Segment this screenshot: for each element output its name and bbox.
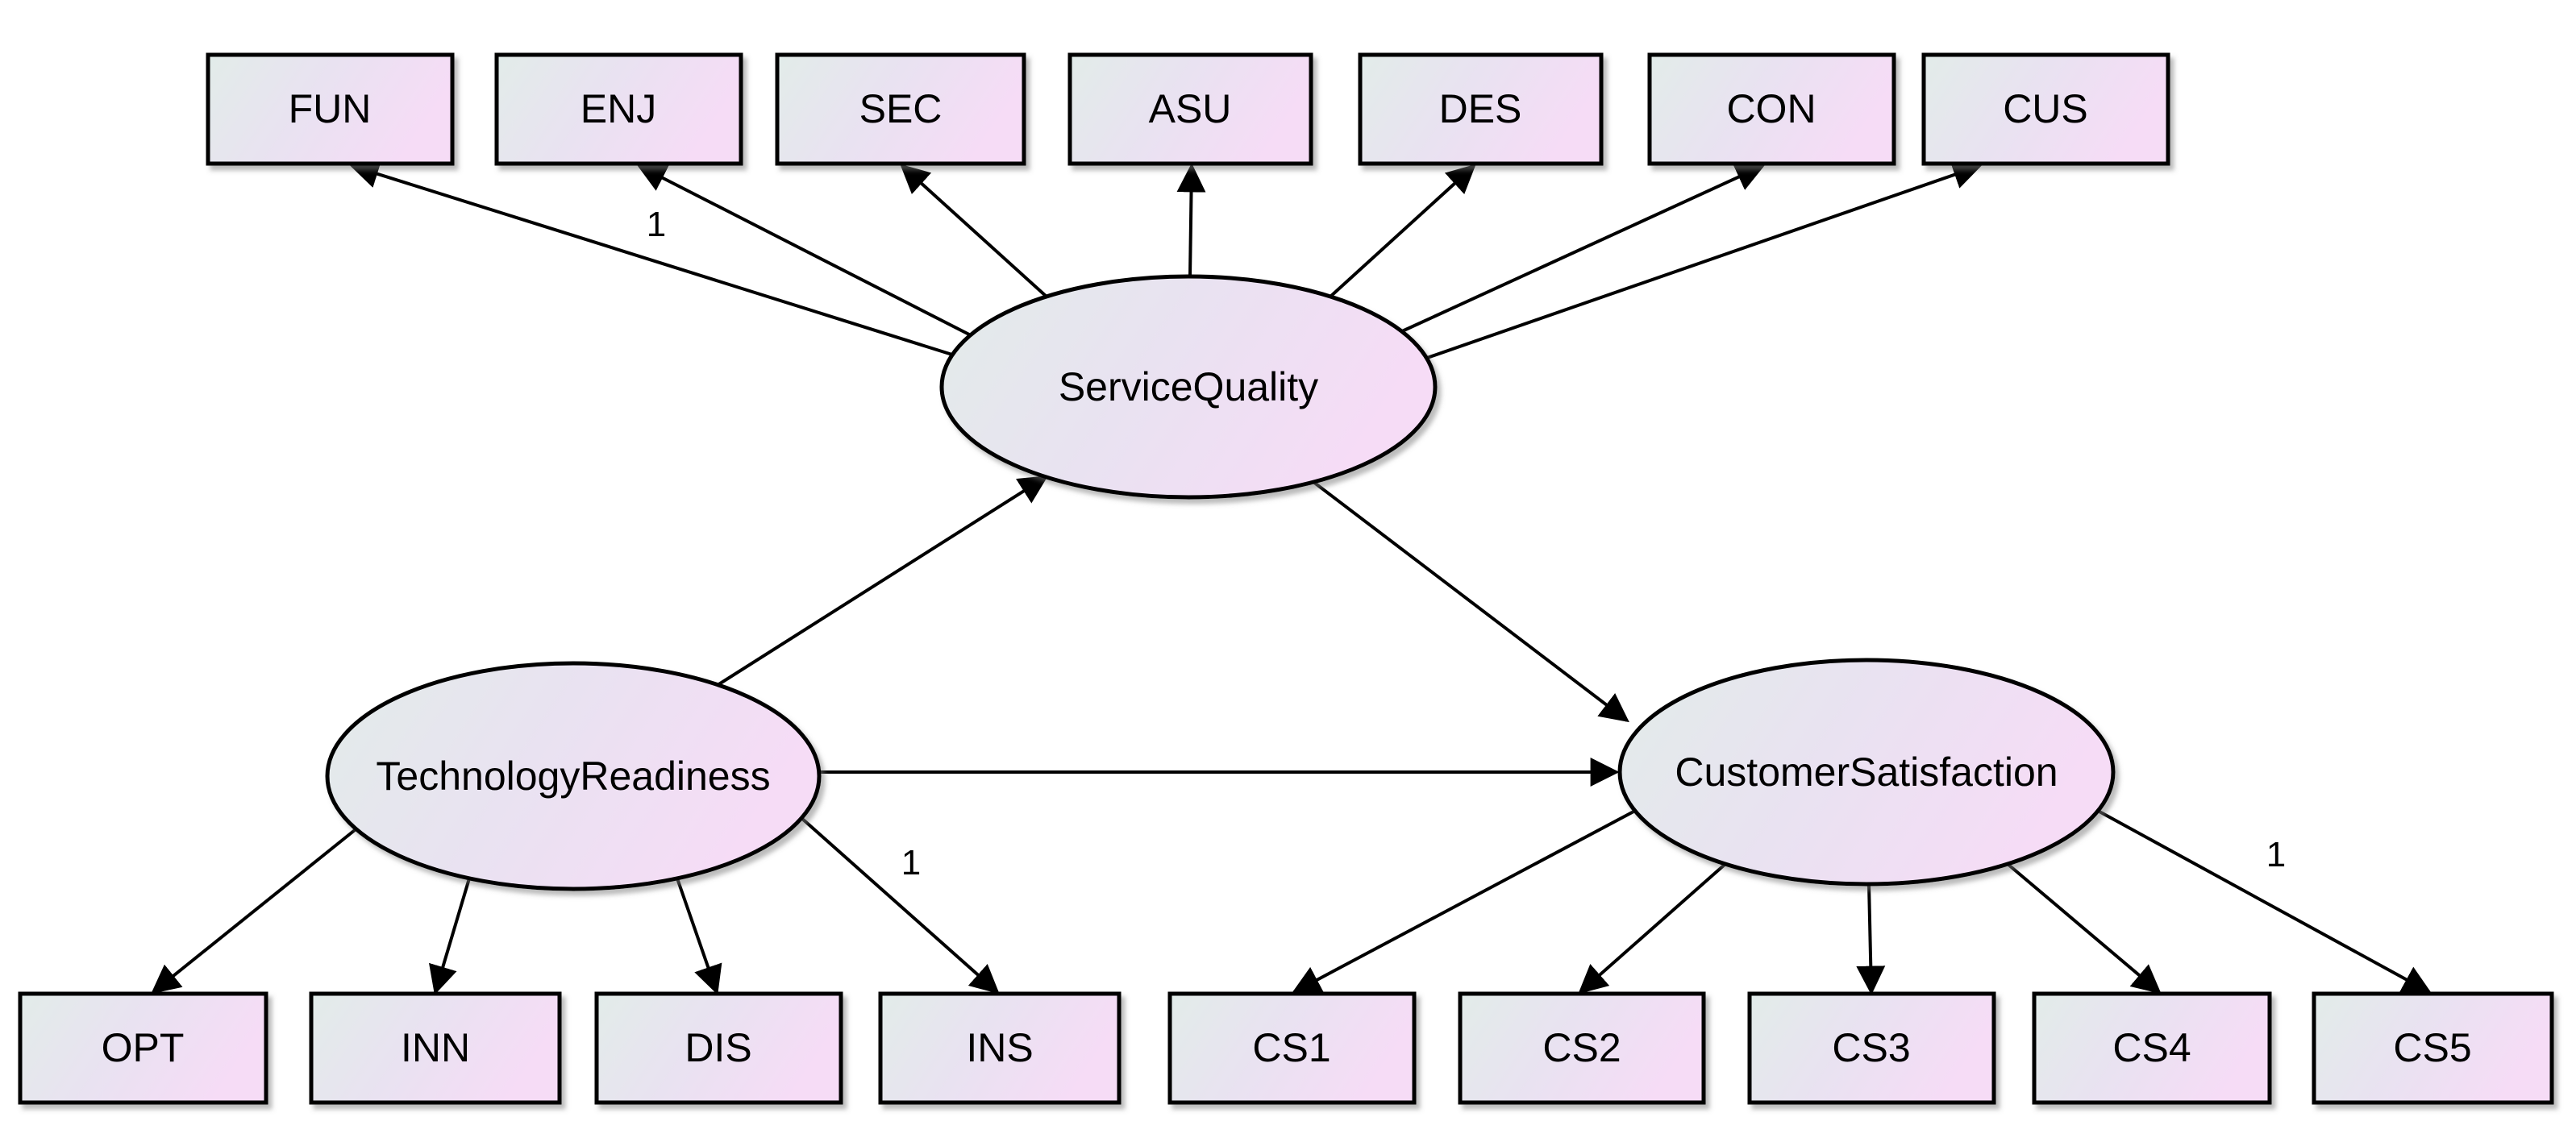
edge-label-customersatisfaction-cs5: 1: [2266, 835, 2286, 874]
node-cs3-label: CS3: [1832, 1025, 1910, 1070]
edge-label-technologyreadiness-ins: 1: [901, 843, 921, 882]
node-ins-rect: [878, 991, 1122, 1105]
node-fun-rect: [206, 52, 455, 166]
node-opt-rect: [18, 991, 268, 1105]
node-fun: FUN: [206, 52, 455, 166]
edge-technologyreadiness-dis: [676, 878, 722, 995]
node-cus-label: CUS: [2003, 86, 2088, 131]
node-opt: OPT: [18, 991, 268, 1105]
latent-nodes-layer: ServiceQuality TechnologyReadiness Custo…: [325, 274, 2116, 891]
edge-technologyreadiness-servicequality: [716, 475, 1049, 687]
node-des-label: DES: [1439, 86, 1522, 131]
node-con-label: CON: [1726, 86, 1816, 131]
node-technologyreadiness: TechnologyReadiness: [325, 661, 822, 891]
node-cs5-label: CS5: [2393, 1025, 2471, 1070]
node-asu-label: ASU: [1149, 86, 1232, 131]
node-cs4: CS4: [2032, 991, 2272, 1105]
node-customersatisfaction: CustomerSatisfaction: [1617, 658, 2116, 887]
node-inn-rect: [309, 991, 562, 1105]
node-cus-rect: [1921, 52, 2170, 166]
node-cs3-rect: [1747, 991, 1996, 1105]
edge-servicequality-customersatisfaction: [1312, 480, 1629, 723]
edge-customersatisfaction-cs1: [1291, 809, 1636, 994]
node-cs3: CS3: [1747, 991, 1996, 1105]
node-con: CON: [1647, 52, 1896, 166]
edge-servicequality-fun: [349, 160, 953, 356]
node-con-rect: [1647, 52, 1896, 166]
edge-customersatisfaction-cs2: [1578, 862, 1727, 995]
node-cs1: CS1: [1167, 991, 1417, 1105]
node-servicequality: ServiceQuality: [939, 274, 1438, 500]
edge-technologyreadiness-ins: [800, 816, 1000, 995]
node-cs2: CS2: [1458, 991, 1706, 1105]
node-cs4-label: CS4: [2112, 1025, 2191, 1070]
edge-customersatisfaction-cs4: [2006, 862, 2162, 995]
node-ins-label: INS: [966, 1025, 1033, 1070]
node-sec-label: SEC: [859, 86, 943, 131]
edge-customersatisfaction-cs3: [1856, 883, 1886, 995]
observed-nodes-bottom-layer: OPT INN DIS INS CS1 CS2 CS3 CS4: [18, 991, 2554, 1105]
edge-servicequality-cus: [1426, 160, 1983, 359]
node-asu: ASU: [1067, 52, 1313, 166]
node-enj: ENJ: [494, 52, 743, 166]
node-fun-label: FUN: [289, 86, 372, 131]
edges-layer: 1 1 1: [151, 160, 2432, 995]
node-sec: SEC: [775, 52, 1026, 166]
node-dis-rect: [594, 991, 843, 1105]
edge-label-servicequality-fun: 1: [647, 205, 666, 244]
edge-servicequality-enj: [636, 164, 972, 337]
node-cs2-label: CS2: [1542, 1025, 1621, 1070]
edge-servicequality-sec: [900, 164, 1048, 298]
node-des: DES: [1358, 52, 1604, 166]
node-technologyreadiness-label: TechnologyReadiness: [376, 754, 770, 799]
edge-servicequality-asu: [1176, 163, 1206, 277]
node-customersatisfaction-ellipse: [1617, 658, 2116, 887]
node-enj-label: ENJ: [581, 86, 656, 131]
node-servicequality-ellipse: [939, 274, 1438, 500]
edge-technologyreadiness-inn: [428, 878, 471, 995]
edge-servicequality-con: [1401, 164, 1766, 333]
node-cs2-rect: [1458, 991, 1706, 1105]
node-des-rect: [1358, 52, 1604, 166]
node-cs5-rect: [2312, 991, 2554, 1105]
edge-customersatisfaction-cs5: [2097, 809, 2432, 994]
edge-servicequality-des: [1329, 164, 1476, 298]
node-asu-rect: [1067, 52, 1313, 166]
node-ins: INS: [878, 991, 1122, 1105]
node-cs4-rect: [2032, 991, 2272, 1105]
node-cs1-label: CS1: [1252, 1025, 1330, 1070]
node-sec-rect: [775, 52, 1026, 166]
node-cs5: CS5: [2312, 991, 2554, 1105]
node-dis-label: DIS: [685, 1025, 751, 1070]
observed-nodes-top-layer: FUN ENJ SEC ASU DES CON CUS: [206, 52, 2170, 166]
edge-technologyreadiness-opt: [151, 828, 356, 995]
node-inn-label: INN: [401, 1025, 470, 1070]
node-opt-label: OPT: [102, 1025, 185, 1070]
node-customersatisfaction-label: CustomerSatisfaction: [1675, 750, 2058, 795]
node-cs1-rect: [1167, 991, 1417, 1105]
node-enj-rect: [494, 52, 743, 166]
node-technologyreadiness-ellipse: [325, 661, 822, 891]
node-inn: INN: [309, 991, 562, 1105]
node-servicequality-label: ServiceQuality: [1059, 364, 1318, 409]
node-cus: CUS: [1921, 52, 2170, 166]
node-dis: DIS: [594, 991, 843, 1105]
